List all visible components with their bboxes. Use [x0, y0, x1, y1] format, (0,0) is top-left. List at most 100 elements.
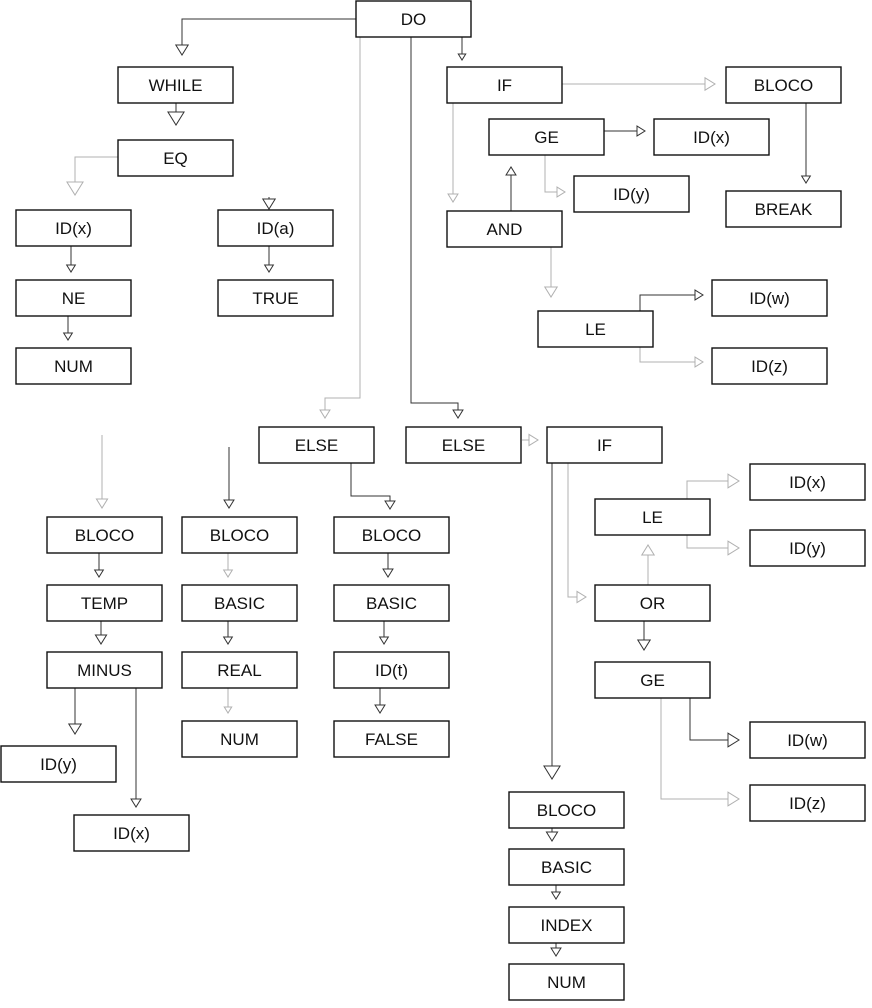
node-if1: IF [446, 66, 563, 104]
edge-bloco3-basic1 [222, 553, 234, 578]
node-label: NE [62, 289, 86, 308]
node-box [508, 848, 625, 886]
node-box [594, 584, 711, 622]
node-eq: EQ [117, 139, 234, 177]
edge-eq-idx1 [66, 156, 118, 196]
edge-do-else2 [410, 37, 464, 419]
node-temp: TEMP [46, 584, 163, 622]
node-bloco2: BLOCO [46, 516, 163, 554]
node-label: BLOCO [210, 526, 270, 545]
node-box [749, 721, 866, 759]
node-label: LE [585, 320, 606, 339]
edge-temp-minus [94, 621, 108, 645]
edge-index-num3 [550, 943, 562, 957]
node-label: BASIC [541, 858, 592, 877]
node-bloco4: BLOCO [333, 516, 450, 554]
node-box [749, 784, 866, 822]
node-basic1: BASIC [181, 584, 298, 622]
node-bloco5: BLOCO [508, 791, 625, 829]
node-box [15, 279, 132, 317]
edge-do-while [174, 18, 356, 56]
node-label: WHILE [149, 76, 203, 95]
edge-idx1-ne [65, 246, 77, 273]
node-box [573, 175, 690, 213]
node-label: BLOCO [75, 526, 135, 545]
node-label: BLOCO [754, 76, 814, 95]
node-box [333, 584, 450, 622]
edge-minus-idx4 [130, 688, 142, 808]
node-le1: LE [537, 310, 654, 348]
edge-ge2-idw2 [689, 698, 740, 748]
edge-real-num2 [223, 688, 233, 714]
node-if2: IF [546, 426, 663, 464]
node-label: TEMP [81, 594, 128, 613]
node-idw1: ID(w) [711, 279, 828, 317]
edge-bloco1-break [800, 103, 812, 184]
node-label: LE [642, 508, 663, 527]
node-label: ID(x) [789, 473, 826, 492]
node-bloco1: BLOCO [725, 66, 842, 104]
node-box [537, 310, 654, 348]
node-idt: ID(t) [333, 651, 450, 689]
node-box [258, 426, 375, 464]
stub-edge-bloco3 [223, 447, 235, 509]
node-real: REAL [181, 651, 298, 689]
node-false: FALSE [333, 720, 450, 758]
node-idz1: ID(z) [711, 347, 828, 385]
node-basic2: BASIC [333, 584, 450, 622]
edge-do-else1 [319, 37, 361, 419]
edge-else2-if2 [522, 433, 539, 447]
node-label: REAL [217, 661, 261, 680]
node-label: BLOCO [537, 801, 597, 820]
node-label: BASIC [366, 594, 417, 613]
node-box [749, 463, 866, 501]
stub-edge-ida [261, 197, 277, 210]
node-else2: ELSE [405, 426, 522, 464]
node-label: ELSE [295, 436, 338, 455]
node-box [0, 745, 117, 783]
node-label: NUM [54, 357, 93, 376]
node-while: WHILE [117, 66, 234, 104]
node-idx1: ID(x) [15, 209, 132, 247]
node-label: BASIC [214, 594, 265, 613]
node-basic3: BASIC [508, 848, 625, 886]
node-box [181, 651, 298, 689]
node-box [117, 66, 234, 104]
node-label: ID(y) [789, 539, 826, 558]
edge-le2-idy2 [686, 535, 740, 556]
edge-while-eq [167, 103, 185, 126]
node-label: BLOCO [362, 526, 422, 545]
node-box [181, 516, 298, 554]
node-idx4: ID(x) [73, 814, 190, 852]
node-box [725, 66, 842, 104]
edge-if2-or [567, 463, 587, 604]
node-label: NUM [220, 730, 259, 749]
node-box [333, 516, 450, 554]
node-label: FALSE [365, 730, 418, 749]
edge-and-ge1 [505, 166, 517, 211]
node-box [749, 529, 866, 567]
node-label: IF [597, 436, 612, 455]
node-break: BREAK [725, 190, 842, 228]
node-else1: ELSE [258, 426, 375, 464]
node-box [446, 66, 563, 104]
node-box [15, 347, 132, 385]
edge-ne-num1 [62, 316, 74, 341]
edge-do-if1 [457, 37, 467, 61]
node-label: ELSE [442, 436, 485, 455]
node-label: ID(y) [40, 755, 77, 774]
node-ida: ID(a) [217, 209, 334, 247]
node-label: MINUS [77, 661, 132, 680]
node-label: ID(t) [375, 661, 408, 680]
node-label: DO [401, 10, 427, 29]
node-label: ID(y) [613, 185, 650, 204]
node-label: ID(x) [113, 824, 150, 843]
edge-basic1-real [222, 621, 234, 645]
node-do: DO [355, 0, 472, 38]
edges-layer [62, 18, 812, 957]
node-and: AND [446, 210, 563, 248]
edge-or-ge2 [636, 621, 652, 651]
node-label: OR [640, 594, 666, 613]
node-box [711, 347, 828, 385]
